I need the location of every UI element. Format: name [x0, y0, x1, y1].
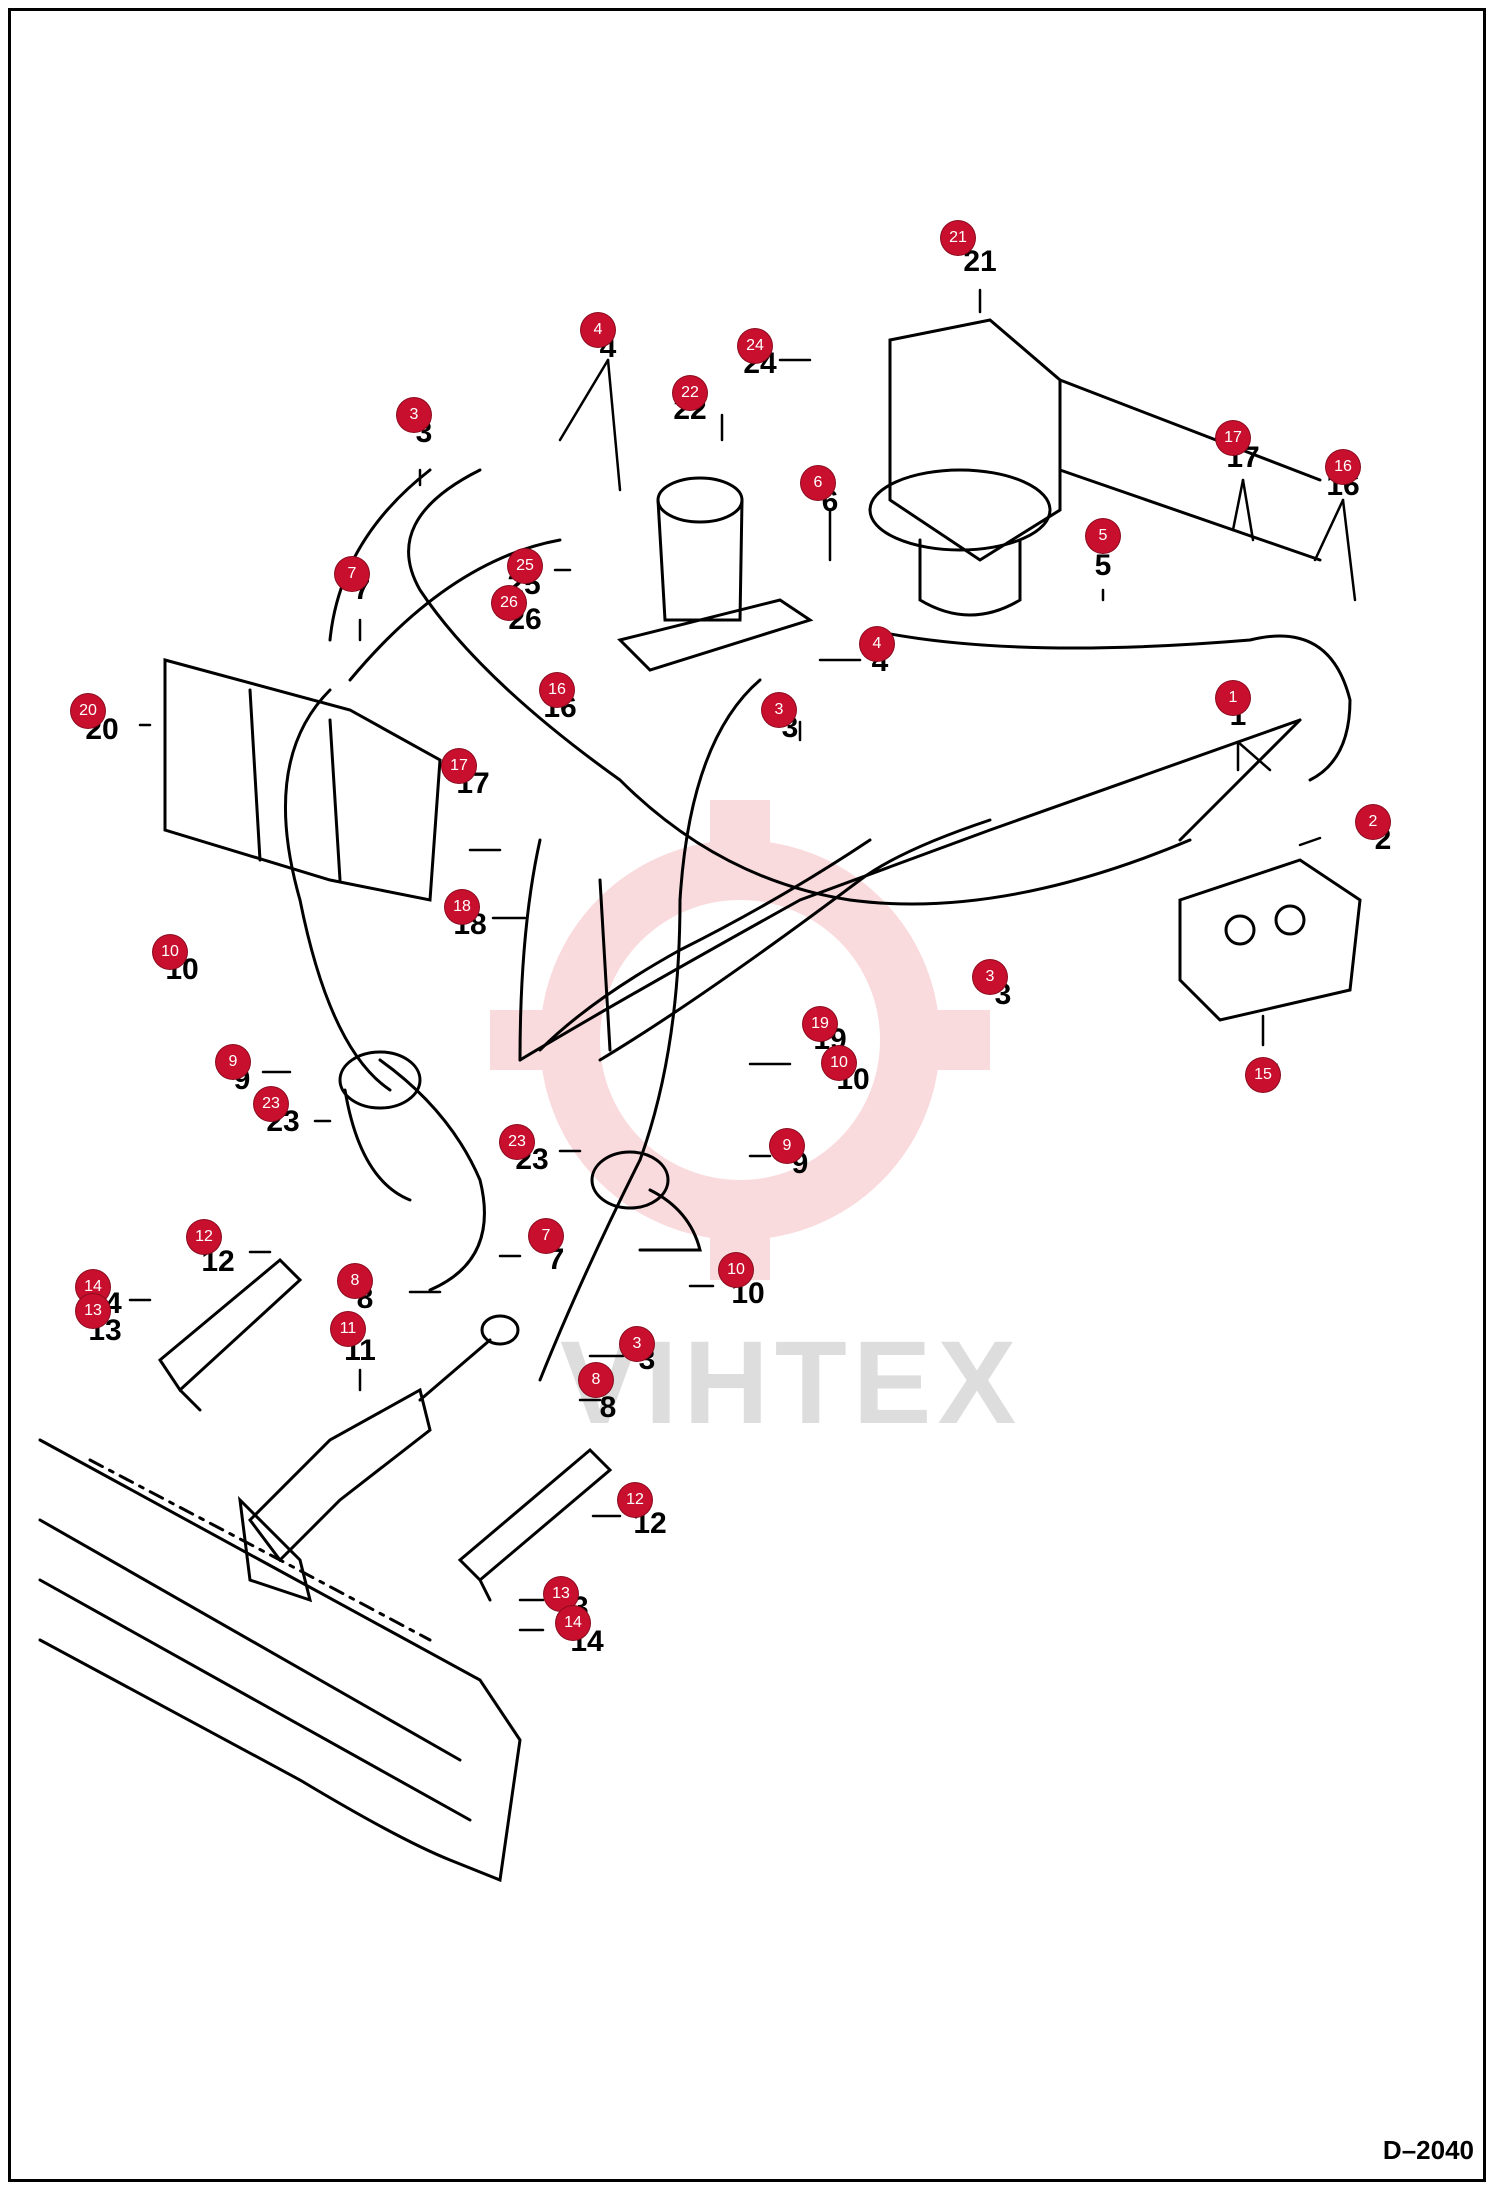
diagram-frame — [8, 8, 1486, 2182]
valve-aux — [1178, 858, 1362, 1022]
callout-badge[interactable]: 21 — [941, 221, 975, 255]
callout-badge[interactable]: 4 — [581, 313, 615, 347]
part-label: 8 — [599, 1391, 617, 1424]
blade-cylinder — [237, 1314, 520, 1603]
callout-badge[interactable]: 12 — [618, 1483, 652, 1517]
callout-badge[interactable]: 11 — [331, 1312, 365, 1346]
grommets — [338, 1050, 702, 1252]
callout-badge[interactable]: 6 — [801, 466, 835, 500]
callout-badge[interactable]: 10 — [153, 935, 187, 969]
hose-guard-right — [457, 1447, 613, 1602]
swivel-joint — [617, 476, 814, 672]
part-label: 5 — [1094, 549, 1112, 582]
callout-badge[interactable]: 3 — [973, 960, 1007, 994]
part-label: 7 — [547, 1243, 565, 1276]
callout-badge[interactable]: 3 — [620, 1327, 654, 1361]
callout-badge[interactable]: 12 — [187, 1220, 221, 1254]
callout-badge[interactable]: 3 — [762, 693, 796, 727]
callout-badge[interactable]: 7 — [529, 1219, 563, 1253]
callout-badge[interactable]: 9 — [770, 1129, 804, 1163]
callout-badge[interactable]: 26 — [492, 586, 526, 620]
callout-badge[interactable]: 17 — [442, 749, 476, 783]
hydraulic-hoses — [283, 468, 1352, 1382]
callout-badge[interactable]: 4 — [860, 627, 894, 661]
callout-badge[interactable]: 20 — [71, 694, 105, 728]
callout-badge[interactable]: 19 — [803, 1007, 837, 1041]
callout-badge[interactable]: 14 — [556, 1606, 590, 1640]
leader-lines — [128, 288, 1357, 1632]
control-valve-main — [163, 658, 442, 902]
callout-badge[interactable]: 8 — [579, 1363, 613, 1397]
callout-badge[interactable]: 23 — [500, 1125, 534, 1159]
callout-badge[interactable]: 18 — [445, 890, 479, 924]
callout-badge[interactable]: 13 — [76, 1294, 110, 1328]
callout-badge[interactable]: 24 — [738, 329, 772, 363]
callout-badge[interactable]: 22 — [673, 376, 707, 410]
callout-badge[interactable]: 10 — [822, 1046, 856, 1080]
callout-badge[interactable]: 9 — [216, 1045, 250, 1079]
hose-guard-left — [158, 1257, 303, 1412]
callout-badge[interactable]: 15 — [1246, 1058, 1280, 1092]
callout-badge[interactable]: 25 — [508, 549, 542, 583]
callout-badge[interactable]: 5 — [1086, 519, 1120, 553]
swing-motor — [868, 318, 1322, 617]
callout-badge[interactable]: 23 — [254, 1087, 288, 1121]
callout-badge[interactable]: 3 — [397, 398, 431, 432]
callout-badge[interactable]: 10 — [719, 1253, 753, 1287]
part-label: 21 — [963, 245, 997, 278]
callout-badge[interactable]: 7 — [335, 557, 369, 591]
callout-badge[interactable]: 2 — [1356, 805, 1390, 839]
callout-badge[interactable]: 8 — [338, 1264, 372, 1298]
callout-badge[interactable]: 16 — [540, 673, 574, 707]
callout-badge[interactable]: 16 — [1326, 450, 1360, 484]
diagram-code: D–2040 — [1382, 2135, 1474, 2165]
gear-watermark-icon — [490, 800, 990, 1280]
callout-badge[interactable]: 1 — [1216, 681, 1250, 715]
callout-badge[interactable]: 13 — [544, 1577, 578, 1611]
callout-badge[interactable]: 17 — [1216, 421, 1250, 455]
dozer-blade — [38, 1438, 522, 1883]
